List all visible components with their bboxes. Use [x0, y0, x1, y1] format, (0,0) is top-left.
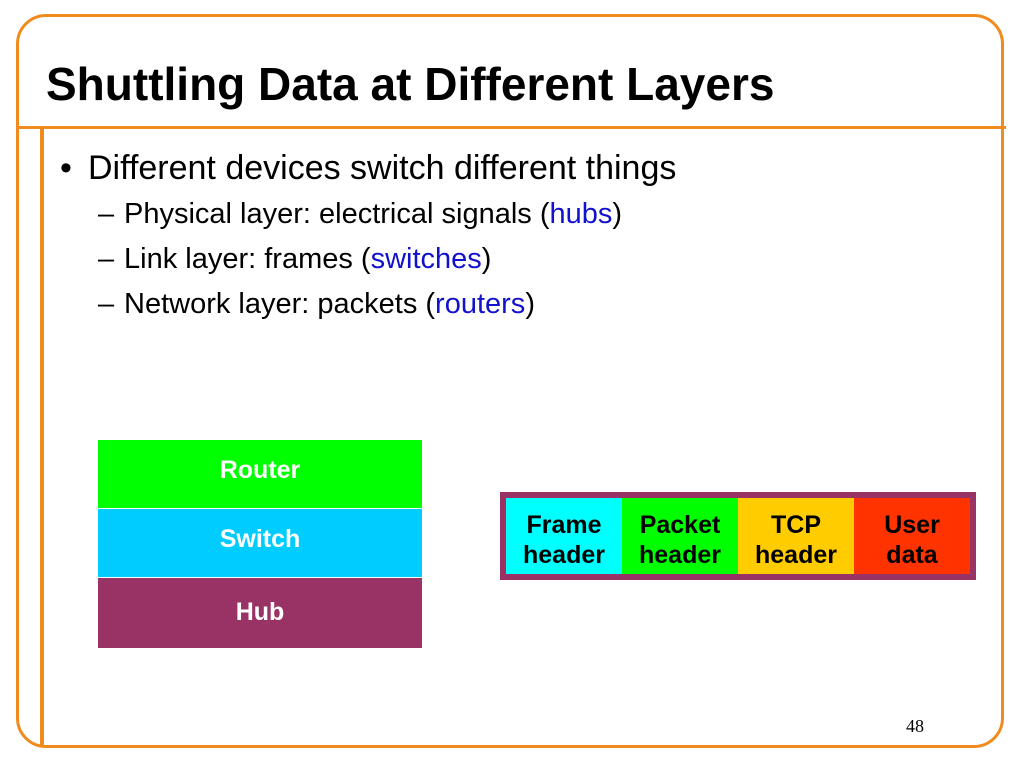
bullet-marker: •: [60, 149, 72, 187]
sub-bullet-text: Physical layer: electrical signals (: [124, 198, 550, 230]
device-word-routers: routers: [435, 288, 526, 320]
hub-layer: Hub: [98, 578, 422, 648]
field-label-line2: header: [523, 541, 605, 569]
field-label-line2: header: [755, 541, 837, 569]
sub-bullet-marker: –: [98, 243, 115, 275]
title-divider: [16, 126, 1006, 129]
sub-bullet-suffix: ): [525, 288, 535, 320]
bullet-list: • Different devices switch different thin…: [60, 146, 676, 327]
frame-header-field: Frame header: [506, 498, 622, 574]
sub-bullet-list: –Physical layer: electrical signals (hub…: [98, 192, 676, 327]
packet-format-diagram: Frame header Packet header TCP header Us…: [500, 492, 976, 580]
slide-title: Shuttling Data at Different Layers: [46, 58, 775, 110]
sub-bullet-network: –Network layer: packets (routers): [98, 282, 676, 327]
page-number: 48: [906, 716, 924, 736]
sub-bullet-marker: –: [98, 198, 115, 230]
field-label-line1: Frame: [526, 511, 602, 539]
tcp-header-field: TCP header: [738, 498, 854, 574]
left-accent-bar: [40, 128, 44, 747]
packet-header-field: Packet header: [622, 498, 738, 574]
field-label-line2: header: [639, 541, 721, 569]
main-bullet: • Different devices switch different thin…: [60, 146, 676, 327]
field-label-line1: User: [884, 511, 940, 539]
sub-bullet-text: Link layer: frames (: [124, 243, 371, 275]
main-bullet-text: Different devices switch different thing…: [88, 149, 677, 187]
slide-border: [16, 14, 1004, 748]
field-label-line1: TCP: [771, 511, 821, 539]
user-data-field: User data: [854, 498, 970, 574]
switch-layer: Switch: [98, 509, 422, 578]
field-label-line2: data: [886, 541, 938, 569]
device-layer-stack: Router Switch Hub: [98, 440, 422, 648]
device-word-hubs: hubs: [549, 198, 613, 230]
sub-bullet-suffix: ): [481, 243, 492, 275]
sub-bullet-suffix: ): [612, 198, 623, 230]
sub-bullet-text: Network layer: packets (: [124, 288, 436, 320]
sub-bullet-physical: –Physical layer: electrical signals (hub…: [98, 192, 676, 237]
router-layer: Router: [98, 440, 422, 509]
sub-bullet-link: –Link layer: frames (switches): [98, 237, 676, 282]
device-word-switches: switches: [370, 243, 482, 275]
sub-bullet-marker: –: [98, 288, 115, 320]
field-label-line1: Packet: [639, 511, 721, 539]
